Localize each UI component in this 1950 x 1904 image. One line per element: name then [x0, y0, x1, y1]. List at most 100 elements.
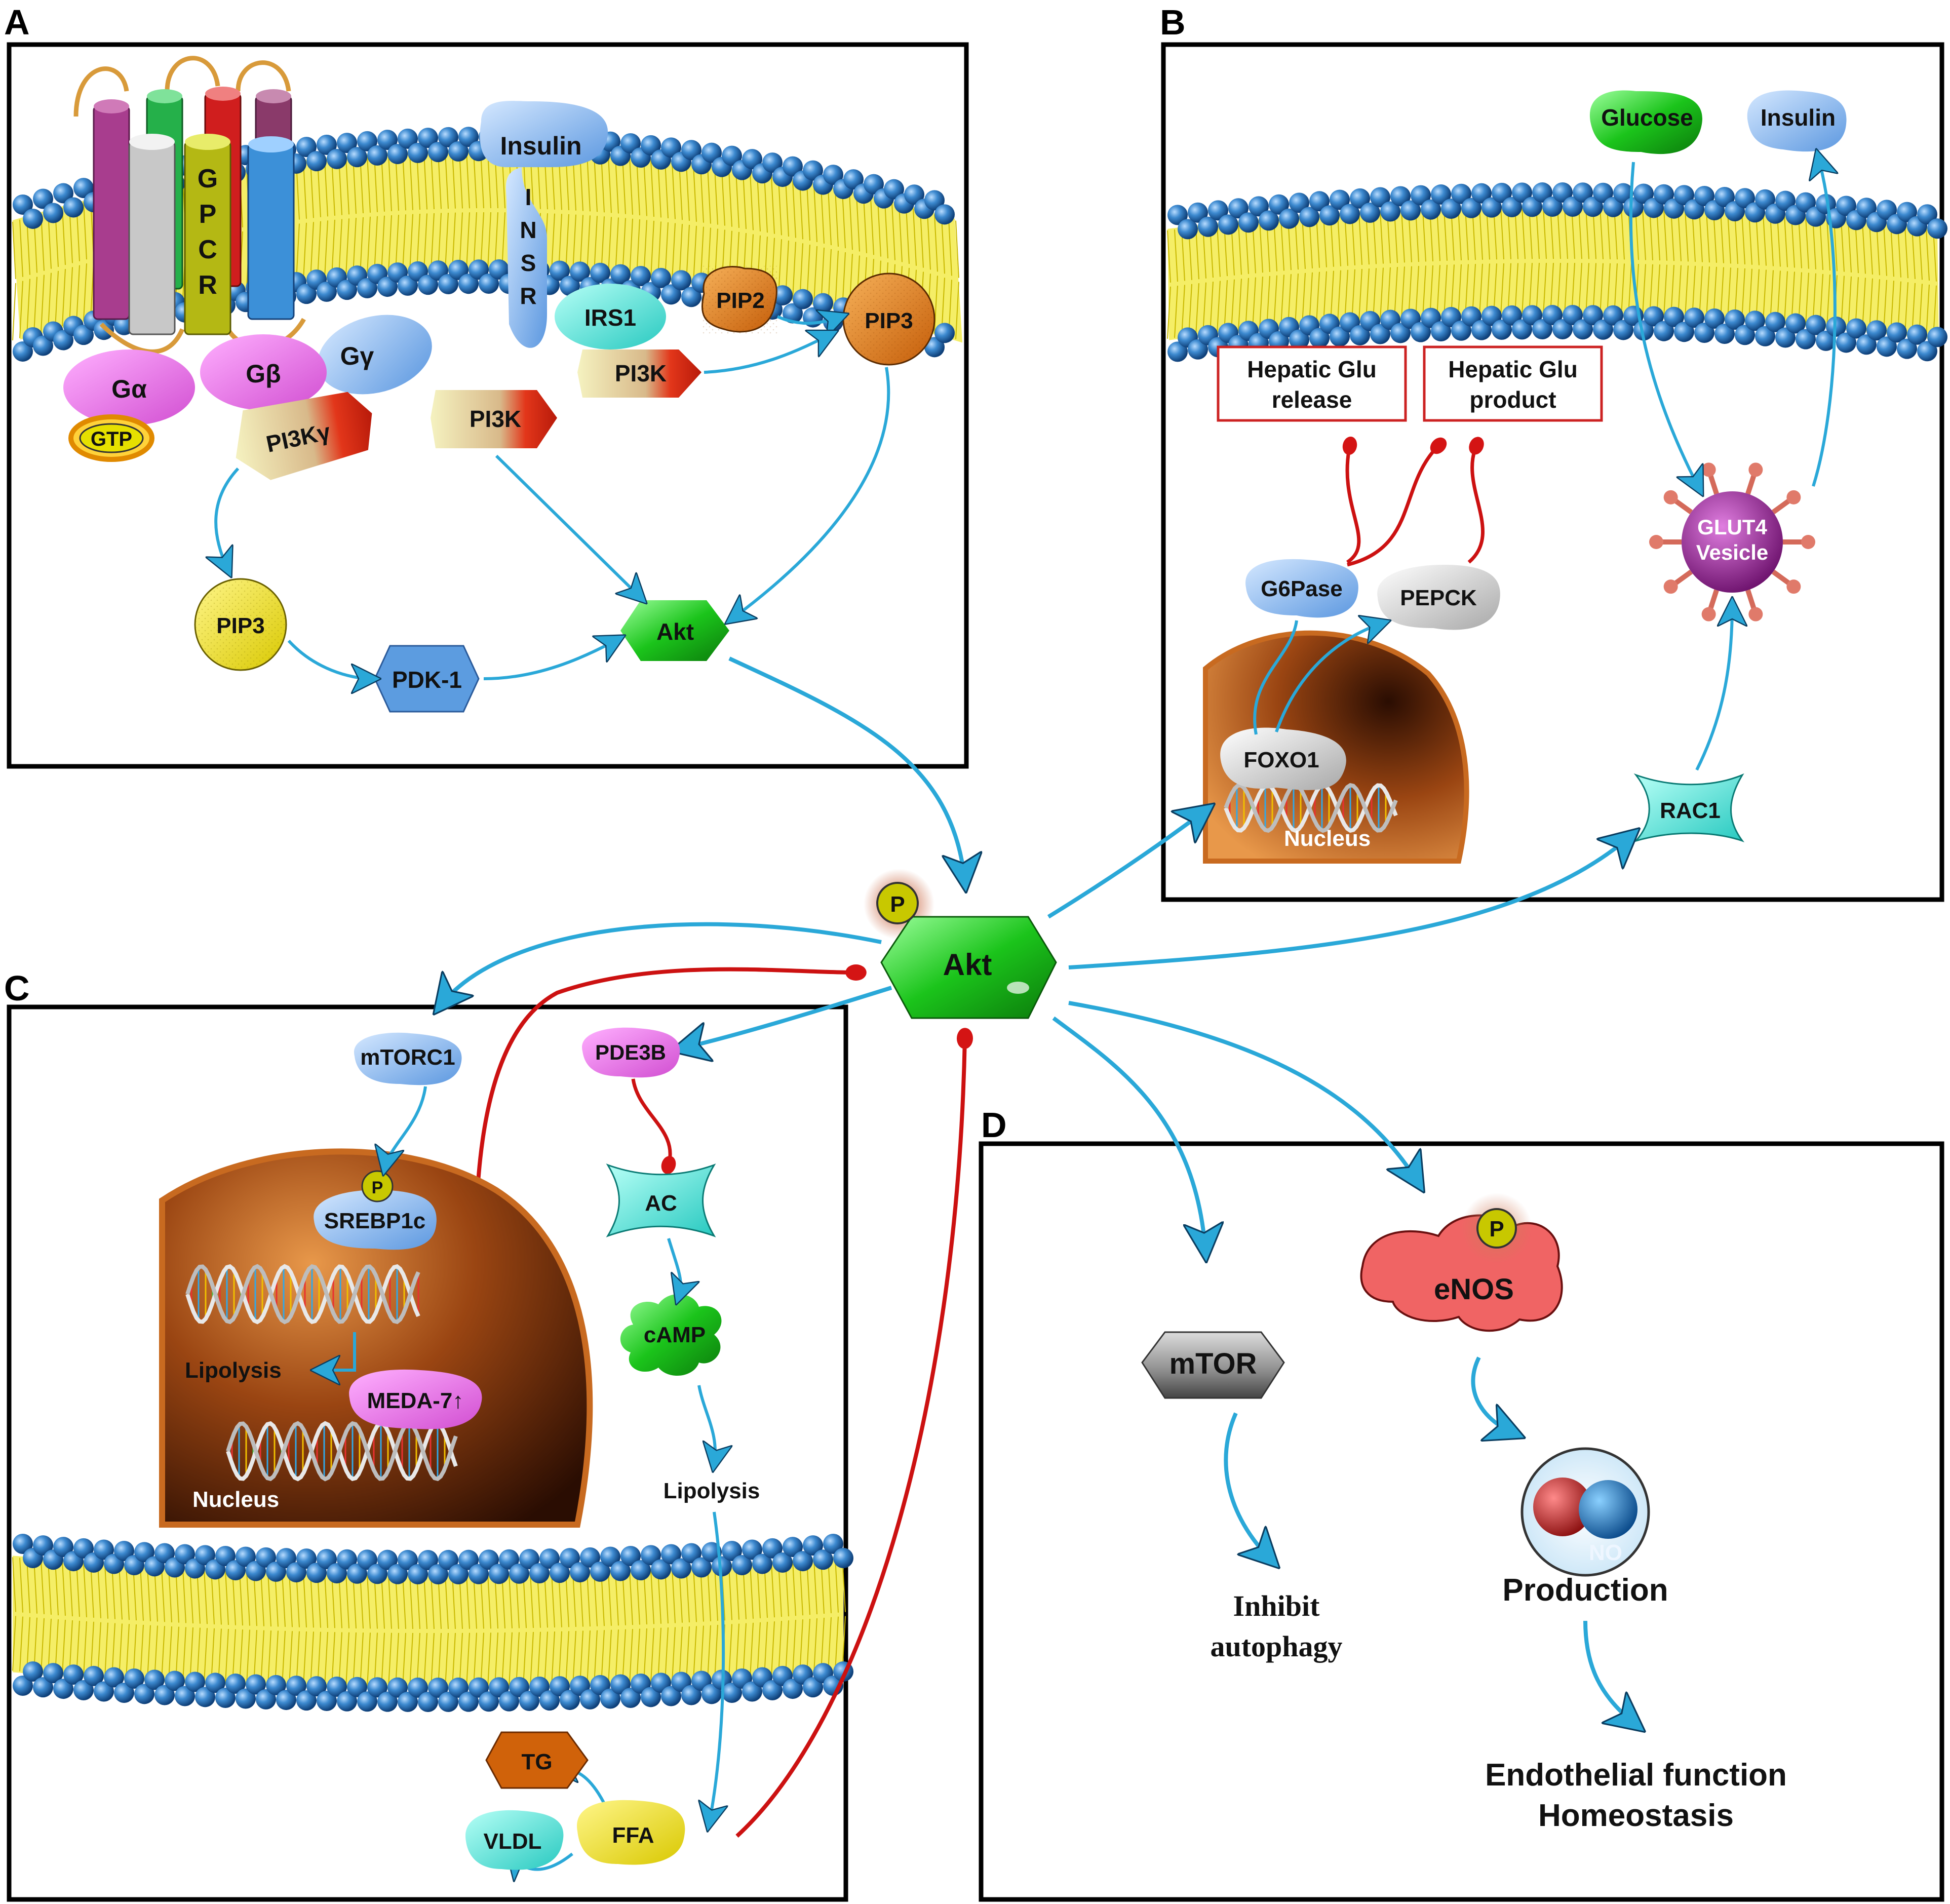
rac1 — [1633, 773, 1745, 842]
endothelial-line2: Homeostasis — [1538, 1798, 1734, 1833]
panel-b-arrows — [1629, 157, 1835, 771]
pi3k-free — [431, 390, 557, 448]
panel-a-arrows — [216, 317, 890, 679]
pi3k-free-label: PI3K — [470, 406, 521, 432]
pdk1-label: PDK-1 — [392, 667, 462, 693]
tg-label: TG — [521, 1750, 552, 1774]
mtor — [1141, 1331, 1285, 1399]
lipolysis-nucleus-label: Lipolysis — [185, 1358, 282, 1383]
meda7 — [349, 1369, 482, 1429]
phospho-srebp1c-label: P — [372, 1178, 383, 1197]
panel-a-letter: A — [4, 3, 30, 42]
glut4-label-line1: GLUT4 — [1697, 515, 1767, 539]
g-beta-label: Gβ — [246, 360, 281, 388]
g-alpha-label: Gα — [111, 375, 147, 403]
inhibit-line1: Inhibit — [1233, 1589, 1320, 1622]
foxo1 — [1220, 727, 1346, 790]
pip2-label: PIP2 — [716, 288, 764, 313]
ffa-label: FFA — [612, 1823, 654, 1848]
foxo1-label: FOXO1 — [1243, 748, 1319, 772]
meda7-label: MEDA-7↑ — [367, 1388, 464, 1413]
glucose-label: Glucose — [1601, 104, 1693, 131]
panel-b-inhibit-lines — [1342, 436, 1485, 567]
gpcr-letter-r: R — [198, 270, 217, 300]
phospho-akt-label: P — [890, 892, 905, 917]
no-nitrogen-atom — [1579, 1480, 1637, 1539]
insr-letter-i: I — [525, 184, 532, 210]
glut4-label-line2: Vesicle — [1696, 540, 1768, 564]
center-arrows — [441, 656, 1631, 1251]
no-label: NO — [1589, 1540, 1622, 1565]
g-gamma-label: Gγ — [340, 342, 374, 370]
akt-center-label: Akt — [943, 948, 992, 982]
enos-arrow — [1471, 1356, 1514, 1433]
panel-c-letter: C — [4, 968, 30, 1008]
box-release-line2: release — [1272, 386, 1352, 413]
gpcr-letter-g: G — [198, 164, 218, 193]
glut4-vesicle — [1682, 491, 1783, 593]
srebp1c-label: SREBP1c — [324, 1209, 426, 1233]
akt-panel-a-label: Akt — [656, 618, 694, 645]
dna-helix-b — [1224, 783, 1398, 833]
phospho-enos-label: P — [1489, 1217, 1504, 1241]
endothelial-line1: Endothelial function — [1485, 1758, 1787, 1793]
panel-b-letter: B — [1160, 3, 1186, 42]
vldl-label: VLDL — [484, 1829, 542, 1854]
gpcr-loops — [73, 56, 291, 117]
gpcr-letter-p: P — [199, 200, 217, 229]
gtp-label: GTP — [91, 428, 132, 450]
box-product-line2: product — [1469, 386, 1556, 413]
panel-b-foxo-arrows — [1253, 620, 1383, 735]
mtorc1 — [354, 1032, 462, 1085]
pde3b — [582, 1027, 680, 1078]
phospho-akt — [876, 882, 919, 924]
g6pase-label: G6Pase — [1261, 576, 1342, 601]
akt-panel-a — [620, 600, 729, 661]
nucleus-c-label: Nucleus — [192, 1487, 279, 1512]
g-gamma — [318, 315, 432, 395]
insr-letter-r: R — [520, 283, 536, 309]
pepck — [1377, 565, 1500, 630]
production-label: Production — [1502, 1573, 1668, 1608]
pde3b-inhibit-line — [631, 1078, 676, 1174]
no-oxygen-atom — [1533, 1478, 1592, 1536]
glut4-spikes — [1649, 462, 1815, 621]
insr-letter-n: N — [520, 217, 536, 243]
membrane-panel-c — [12, 1534, 853, 1712]
nucleus-c — [159, 1148, 593, 1528]
panel-d-frame — [979, 1141, 1944, 1902]
mtor-label: mTOR — [1169, 1347, 1257, 1380]
mtor-arrow — [1224, 1412, 1271, 1560]
lipolysis-nucleus-arrow — [319, 1332, 356, 1370]
tg — [485, 1731, 589, 1789]
panel-d-letter: D — [981, 1105, 1007, 1145]
irs1 — [555, 284, 666, 349]
g-beta — [200, 334, 327, 410]
pepck-label: PEPCK — [1400, 586, 1477, 610]
gpcr-letter-c: C — [198, 235, 217, 264]
insulin-a — [480, 101, 608, 167]
insulin-b — [1747, 90, 1847, 152]
glucose — [1589, 90, 1702, 154]
box-hepatic-glu-product — [1423, 345, 1603, 422]
ac — [606, 1163, 716, 1237]
panel-a-frame — [7, 42, 969, 769]
camp-label: cAMP — [644, 1323, 706, 1347]
insulin-a-label: Insulin — [500, 132, 581, 160]
panel-c-frame — [7, 1004, 848, 1902]
inhibit-line2: autophagy — [1210, 1630, 1342, 1663]
box-release-line1: Hepatic Glu — [1247, 356, 1377, 382]
box-product-line1: Hepatic Glu — [1448, 356, 1578, 382]
srebp1c — [314, 1190, 437, 1250]
insulin-b-label: Insulin — [1761, 104, 1836, 131]
pip3-yellow-label: PIP3 — [216, 613, 264, 638]
camp — [620, 1294, 722, 1376]
box-hepatic-glu-release — [1217, 345, 1407, 422]
irs1-label: IRS1 — [584, 304, 636, 331]
panel-b-frame — [1161, 42, 1944, 902]
nucleus-b-label: Nucleus — [1284, 826, 1371, 851]
rac1-label: RAC1 — [1660, 798, 1721, 823]
pi3k-membrane-label: PI3K — [615, 360, 667, 386]
insr-letter-s: S — [521, 250, 536, 276]
